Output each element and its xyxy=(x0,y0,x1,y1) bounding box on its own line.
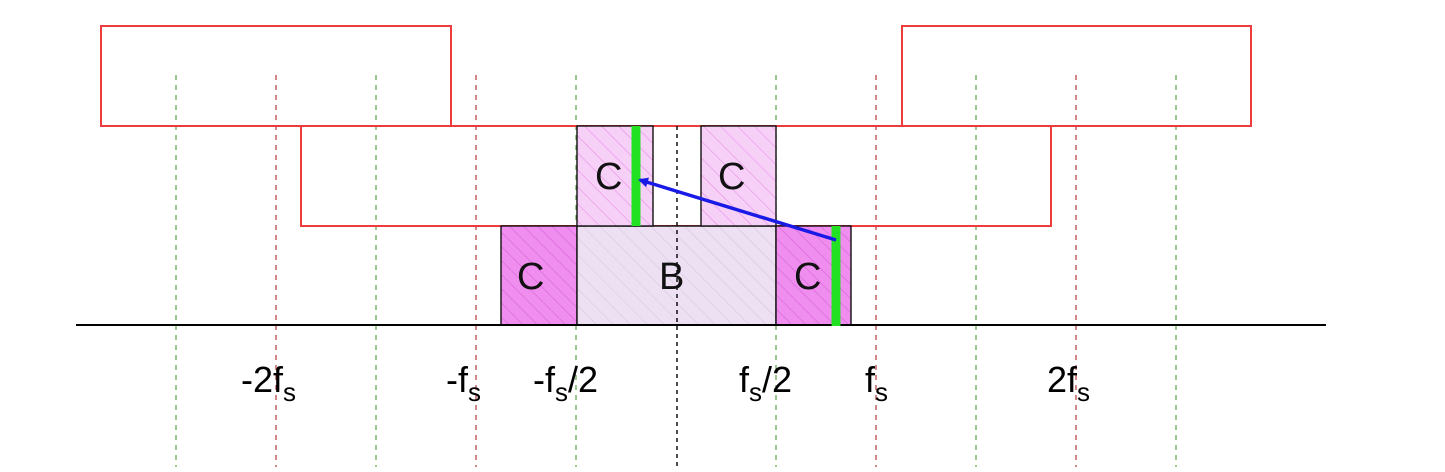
alias-rect-right xyxy=(901,25,1252,127)
axis-label-neg-fs: -fs xyxy=(446,359,481,407)
box-b-hatch xyxy=(576,225,777,326)
box-c-top-right-label: C xyxy=(718,156,746,198)
alias-rectangles xyxy=(100,25,1252,227)
axis-label-2fs: 2fs xyxy=(1047,359,1091,407)
axis-label-neg-2fs: -2fs xyxy=(241,359,297,407)
axis-label-neg-half-fs: -fs/2 xyxy=(533,359,599,407)
box-b-label: B xyxy=(659,256,685,298)
axis-label-half-fs: fs/2 xyxy=(739,359,793,407)
alias-arrow xyxy=(638,177,837,242)
box-c-bottom-right-label: C xyxy=(794,256,822,298)
box-c-bottom-left-label: C xyxy=(517,256,545,298)
axis-label-fs: fs xyxy=(865,359,889,407)
alias-rect-left xyxy=(100,25,452,127)
alias-rect-middle xyxy=(300,125,1052,227)
box-c-top-left-label: C xyxy=(595,156,623,198)
box-c-bottom-left-hatch xyxy=(500,225,578,326)
